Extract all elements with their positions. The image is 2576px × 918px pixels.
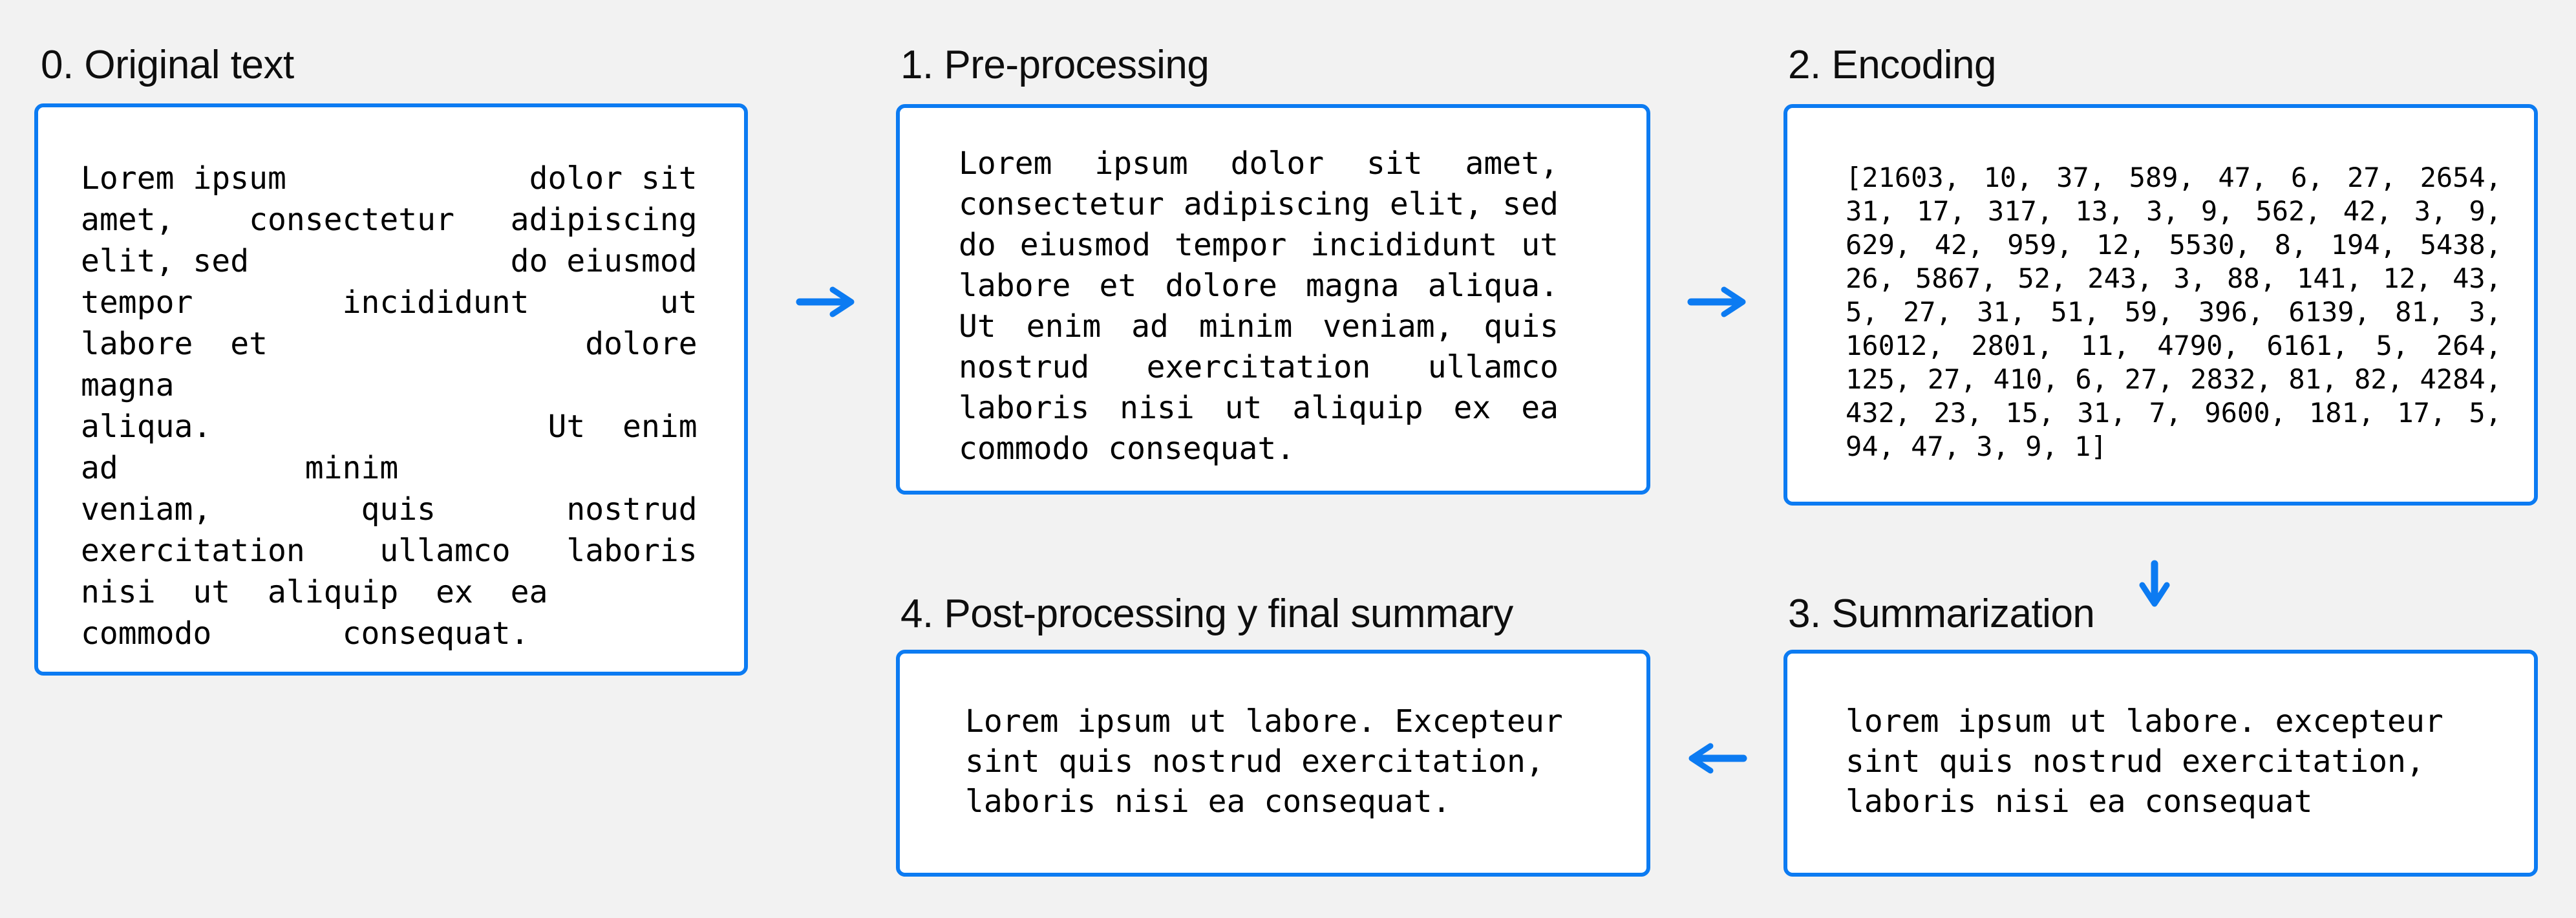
- text-line: sint quis nostrud exercitation,: [965, 743, 1544, 780]
- token-line: 26, 5867, 52, 243, 3, 88, 141, 12, 43,: [1846, 262, 2502, 294]
- stage-box-original: Lorem ipsum dolor sit amet, consectetur …: [34, 103, 748, 676]
- text-line: aliqua. Ut enim: [81, 409, 697, 445]
- token-line: 5, 27, 31, 51, 59, 396, 6139, 81, 3,: [1846, 296, 2502, 328]
- text-line: Ut enim ad minim veniam, quis: [959, 308, 1559, 345]
- token-line: 432, 23, 15, 31, 7, 9600, 181, 17, 5,: [1846, 397, 2502, 429]
- token-line: 629, 42, 959, 12, 5530, 8, 194, 5438,: [1846, 229, 2502, 261]
- arrow-left-icon: [1688, 743, 1747, 774]
- arrow-down-icon: [2139, 560, 2170, 607]
- stage-box-encoding: [21603, 10, 37, 589, 47, 6, 27, 2654, 31…: [1783, 104, 2538, 506]
- stage-title-summarization: 3. Summarization: [1788, 592, 2095, 636]
- token-line: 94, 47, 3, 9, 1]: [1846, 431, 2107, 462]
- text-line: laboris nisi ea consequat.: [965, 784, 1451, 820]
- stage-title-encoding: 2. Encoding: [1788, 43, 1996, 87]
- text-line: magna: [81, 367, 175, 403]
- stage-box-preprocessing: Lorem ipsum dolor sit amet, consectetur …: [896, 104, 1650, 495]
- text-line: laboris nisi ea consequat: [1846, 784, 2313, 820]
- text-line: ad minim: [81, 450, 399, 486]
- text-line: Lorem ipsum ut labore. Excepteur: [965, 703, 1563, 740]
- stage-box-postprocessing: Lorem ipsum ut labore. Excepteur sint qu…: [896, 650, 1650, 877]
- arrow-right-icon: [1687, 286, 1746, 317]
- token-line: 125, 27, 410, 6, 27, 2832, 81, 82, 4284,: [1846, 363, 2502, 395]
- token-line: [21603, 10, 37, 589, 47, 6, 27, 2654,: [1846, 162, 2502, 193]
- text-line: commodo consequat.: [81, 615, 529, 652]
- text-line: labore et dolore magna aliqua.: [959, 268, 1559, 304]
- text-line: labore et dolore: [81, 326, 697, 362]
- text-line: sint quis nostrud exercitation,: [1846, 743, 2425, 780]
- text-line: exercitation ullamco laboris: [81, 533, 697, 569]
- stage-title-preprocessing: 1. Pre-processing: [900, 43, 1209, 87]
- text-line: veniam, quis nostrud: [81, 491, 697, 528]
- text-line: commodo consequat.: [959, 431, 1295, 467]
- stage-title-postprocessing: 4. Post-processing y final summary: [900, 592, 1513, 636]
- text-line: Lorem ipsum dolor sit: [81, 160, 697, 197]
- token-line: 16012, 2801, 11, 4790, 6161, 5, 264,: [1846, 330, 2502, 361]
- stage-box-summarization: lorem ipsum ut labore. excepteur sint qu…: [1783, 650, 2538, 877]
- text-line: consectetur adipiscing elit, sed: [959, 186, 1559, 222]
- text-line: laboris nisi ut aliquip ex ea: [959, 390, 1559, 426]
- token-line: 31, 17, 317, 13, 3, 9, 562, 42, 3, 9,: [1846, 195, 2502, 227]
- text-line: do eiusmod tempor incididunt ut: [959, 227, 1559, 263]
- text-line: nisi ut aliquip ex ea: [81, 574, 548, 610]
- text-line: lorem ipsum ut labore. excepteur: [1846, 703, 2443, 740]
- text-line: amet, consectetur adipiscing: [81, 202, 697, 238]
- text-line: elit, sed do eiusmod: [81, 243, 697, 279]
- text-line: Lorem ipsum dolor sit amet,: [959, 145, 1559, 182]
- text-line: nostrud exercitation ullamco: [959, 349, 1559, 385]
- arrow-right-icon: [796, 286, 855, 317]
- stage-title-original: 0. Original text: [41, 43, 294, 87]
- text-line: tempor incididunt ut: [81, 284, 697, 321]
